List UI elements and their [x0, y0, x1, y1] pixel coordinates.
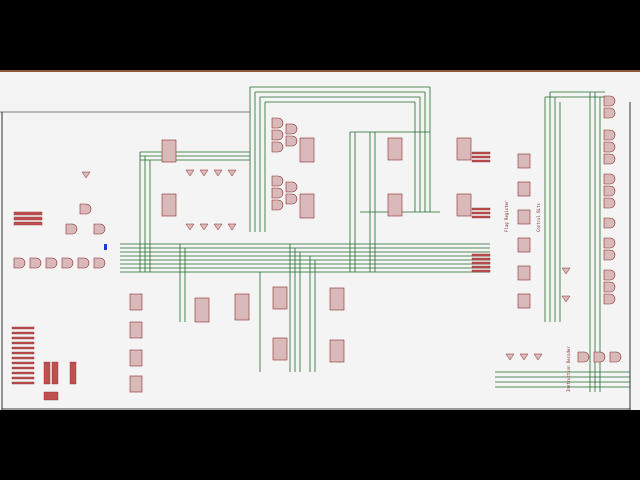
ic-u2	[161, 193, 177, 217]
main-bus	[120, 86, 490, 273]
ic-u15	[129, 293, 143, 311]
control-bits-label: Control Bits	[536, 203, 541, 232]
ic-u14	[329, 339, 345, 363]
ic-flag-4	[517, 237, 531, 253]
ic-u5	[387, 137, 403, 161]
flag-register-label: Flag Register	[504, 200, 509, 232]
ic-u11	[272, 286, 288, 310]
probe-marker	[104, 244, 107, 250]
ic-u4	[299, 193, 315, 219]
ic-u18	[129, 375, 143, 393]
left-components	[11, 151, 491, 401]
ic-flag-3	[517, 209, 531, 225]
ic-u1	[161, 139, 177, 163]
ic-u13	[329, 287, 345, 311]
ic-flag-2	[517, 181, 531, 197]
right-bus	[495, 91, 630, 392]
ic-u16	[129, 321, 143, 339]
ic-u7	[456, 137, 472, 161]
ic-flag-1	[517, 153, 531, 169]
schematic-canvas[interactable]: Flag Register Control Bits Instruction D…	[0, 70, 640, 410]
top-black-bar	[0, 0, 640, 70]
ic-chips	[129, 137, 531, 393]
bottom-black-bar	[0, 410, 640, 480]
ic-u10	[234, 293, 250, 321]
ic-u8	[456, 193, 472, 217]
inverters	[81, 169, 571, 361]
ic-u17	[129, 349, 143, 367]
instruction-decoder-label: Instruction Decoder	[566, 346, 571, 392]
logic-gates	[13, 95, 622, 363]
ic-flag-5	[517, 265, 531, 281]
ic-u6	[387, 193, 403, 217]
vertical-wires	[139, 87, 431, 372]
schematic-drawing: Flag Register Control Bits Instruction D…	[0, 86, 631, 410]
ic-u9	[194, 297, 210, 323]
ic-flag-6	[517, 293, 531, 309]
ic-u3	[299, 137, 315, 163]
ic-u12	[272, 337, 288, 361]
